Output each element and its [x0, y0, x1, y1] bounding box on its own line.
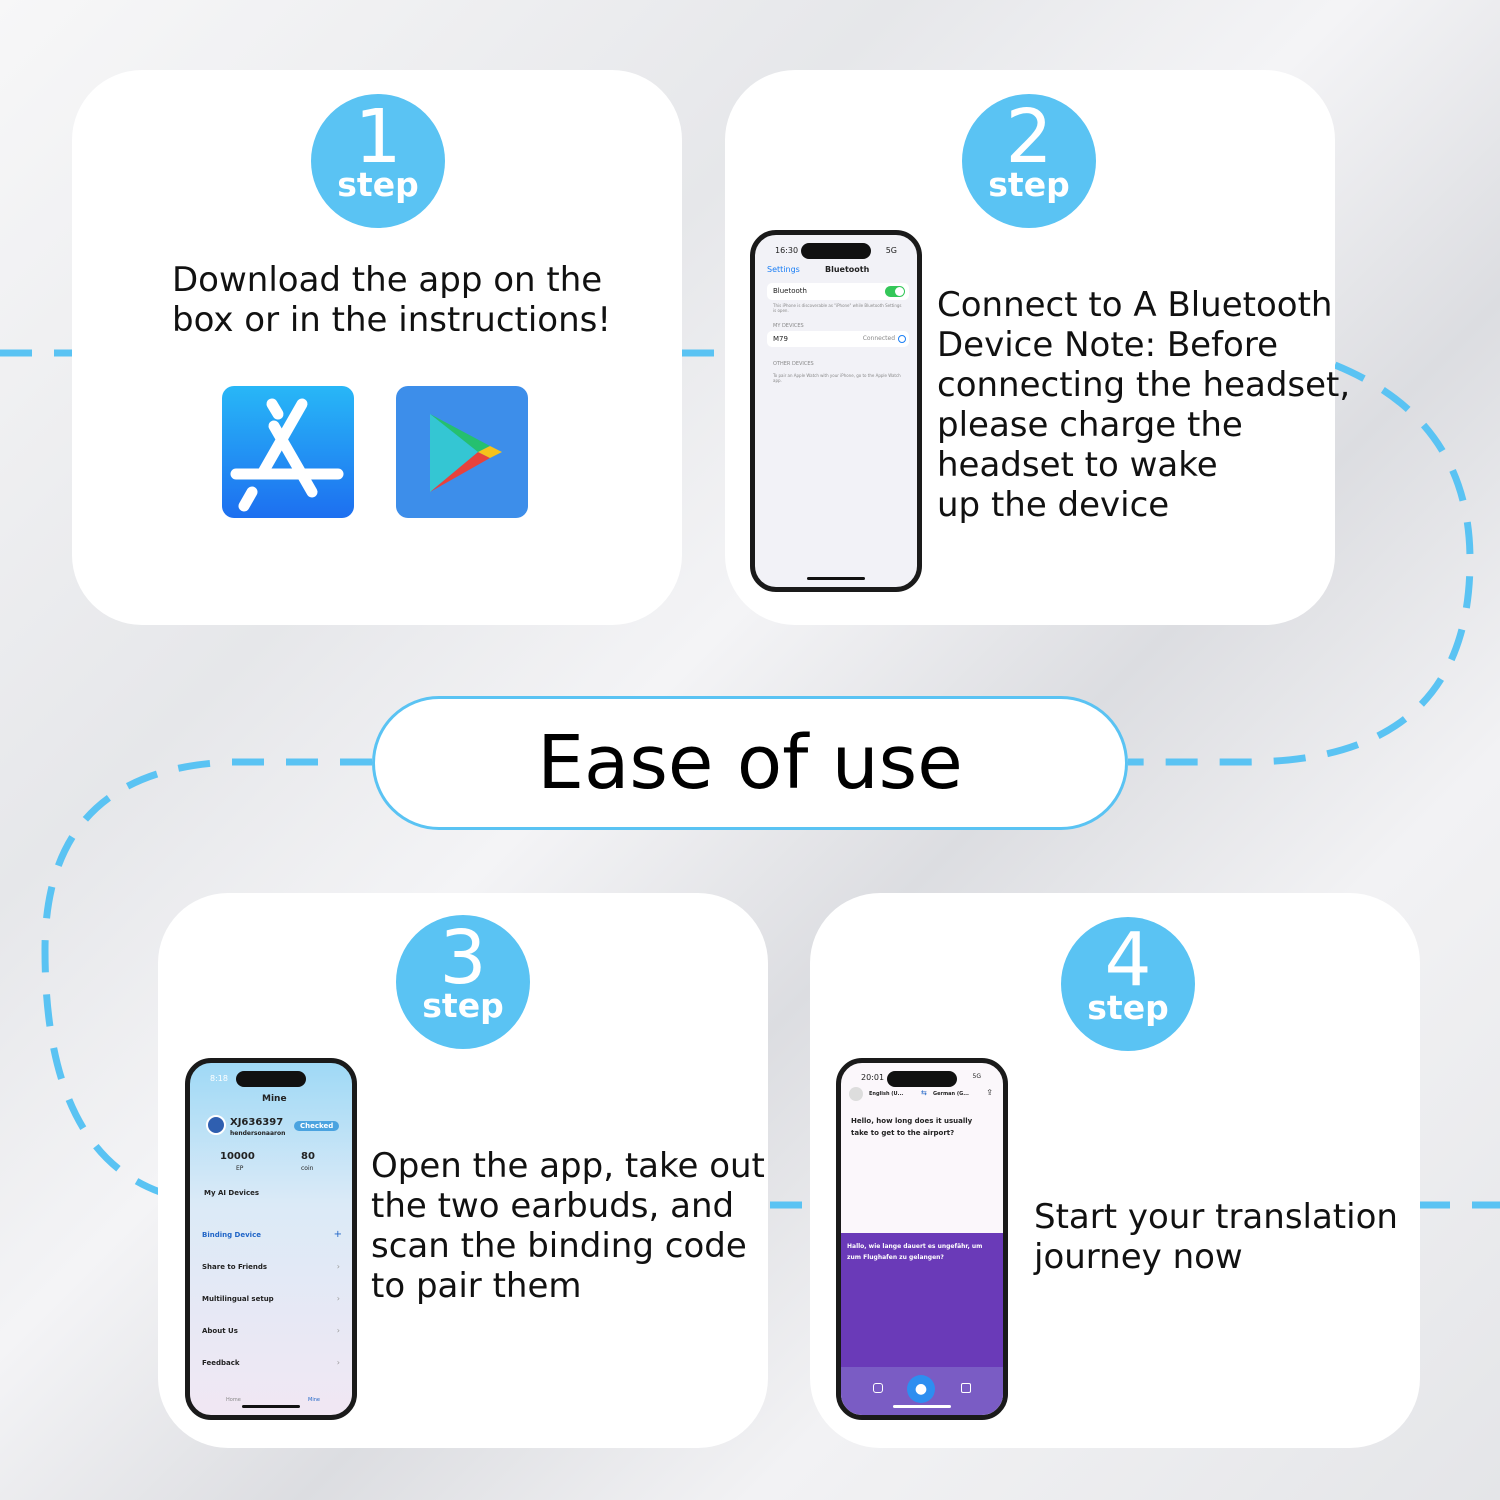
step-number: 4	[1104, 917, 1152, 1003]
conversation-icon[interactable]	[873, 1383, 883, 1393]
coin-value: 80	[301, 1151, 315, 1162]
tab-home[interactable]: Home	[226, 1397, 241, 1403]
bottom-toolbar: ●	[841, 1367, 1003, 1415]
step-2-text: Connect to A Bluetooth Device Note: Befo…	[937, 285, 1351, 525]
step-number: 1	[354, 94, 402, 180]
other-devices-header: OTHER DEVICES	[773, 361, 814, 367]
keyboard-icon[interactable]	[961, 1383, 971, 1393]
dynamic-island	[236, 1071, 306, 1087]
step-3-text: Open the app, take out the two earbuds, …	[371, 1146, 765, 1306]
app-phone-mockup: 8:18 Mine XJ636397 hendersonaaron Checke…	[185, 1058, 357, 1420]
step-1-badge: 1 step	[311, 94, 445, 228]
section-my-ai-devices: My AI Devices	[204, 1189, 260, 1197]
watch-note: To pair an Apple Watch with your iPhone,…	[773, 373, 901, 383]
add-icon[interactable]: +	[333, 1229, 342, 1240]
menu-multilingual-setup[interactable]: Multilingual setup	[202, 1295, 274, 1303]
home-indicator	[242, 1405, 300, 1408]
step-word: step	[1087, 988, 1169, 1027]
status-network: 5G	[885, 246, 897, 255]
user-id: XJ636397	[230, 1117, 284, 1128]
step-1-text: Download the app on the box or in the in…	[172, 260, 611, 340]
source-text: Hello, how long does it usually take to …	[851, 1117, 973, 1137]
chevron-right-icon: ›	[336, 1262, 340, 1271]
chevron-right-icon: ›	[336, 1358, 340, 1367]
source-language-select[interactable]: English (U...	[869, 1091, 904, 1097]
step-2-badge: 2 step	[962, 94, 1096, 228]
device-name: M79	[773, 335, 788, 343]
device-status: Connected	[862, 335, 895, 342]
bluetooth-toggle[interactable]	[885, 286, 905, 297]
status-time: 16:30	[775, 246, 799, 255]
status-time: 8:18	[210, 1074, 228, 1083]
screen-title: Bluetooth	[825, 265, 870, 274]
translation-panel: Hallo, wie lange dauert es ungefähr, um …	[841, 1233, 1003, 1367]
username: hendersonaaron	[230, 1130, 286, 1137]
menu-binding-device[interactable]: Binding Device	[202, 1231, 261, 1239]
step-3-badge: 3 step	[396, 915, 530, 1049]
status-time: 20:01	[861, 1073, 885, 1082]
dynamic-island	[887, 1071, 957, 1087]
step-number: 2	[1005, 94, 1053, 180]
home-indicator	[893, 1405, 951, 1408]
ep-label: EP	[236, 1165, 244, 1172]
dynamic-island	[801, 243, 871, 259]
translated-text: Hallo, wie lange dauert es ungefähr, um …	[847, 1243, 983, 1261]
coin-label: coin	[301, 1165, 314, 1172]
target-language-select[interactable]: German (G...	[933, 1091, 969, 1097]
page-title: Ease of use	[372, 696, 1128, 830]
screen-title: Mine	[262, 1094, 287, 1104]
google-play-icon[interactable]	[396, 386, 528, 518]
menu-feedback[interactable]: Feedback	[202, 1359, 240, 1367]
step-4-badge: 4 step	[1061, 917, 1195, 1051]
share-icon[interactable]: ⇪	[986, 1088, 993, 1097]
step-word: step	[988, 165, 1070, 204]
translation-phone-mockup: 20:01 5G English (U... ⇆ German (G... ⇪ …	[836, 1058, 1008, 1420]
step-word: step	[337, 165, 419, 204]
menu-share-to-friends[interactable]: Share to Friends	[202, 1263, 268, 1271]
step-4-text: Start your translation journey now	[1034, 1197, 1398, 1277]
back-settings-link[interactable]: Settings	[767, 265, 800, 274]
microphone-icon[interactable]: ●	[907, 1375, 935, 1403]
my-devices-header: MY DEVICES	[773, 323, 804, 329]
step-word: step	[422, 986, 504, 1025]
bluetooth-row: Bluetooth	[767, 283, 909, 300]
swap-icon[interactable]: ⇆	[921, 1089, 927, 1097]
discoverable-note: This iPhone is discoverable as "iPhone" …	[773, 303, 902, 313]
bluetooth-phone-mockup: 16:30 5G Settings Bluetooth Bluetooth Th…	[750, 230, 922, 592]
device-row[interactable]: M79 Connected	[767, 331, 909, 347]
chevron-right-icon: ›	[336, 1294, 340, 1303]
home-indicator	[807, 577, 865, 580]
status-network: 5G	[972, 1073, 981, 1080]
ep-value: 10000	[220, 1151, 255, 1162]
app-store-icon[interactable]	[222, 386, 354, 518]
avatar	[206, 1115, 226, 1135]
checked-badge[interactable]: Checked	[294, 1121, 340, 1131]
info-icon[interactable]	[898, 335, 906, 343]
back-icon[interactable]	[849, 1087, 863, 1101]
bluetooth-row-label: Bluetooth	[773, 287, 807, 295]
menu-about-us[interactable]: About Us	[202, 1327, 238, 1335]
tab-mine[interactable]: Mine	[308, 1397, 320, 1403]
step-number: 3	[439, 915, 487, 1001]
chevron-right-icon: ›	[336, 1326, 340, 1335]
